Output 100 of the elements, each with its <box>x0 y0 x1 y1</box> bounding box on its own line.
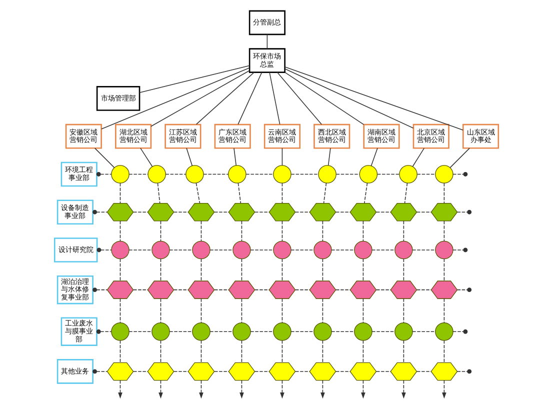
connector <box>240 340 242 363</box>
connector <box>443 258 444 282</box>
connector <box>132 289 148 290</box>
node-hexagon <box>349 202 376 222</box>
connector <box>173 371 188 372</box>
connector <box>186 148 192 166</box>
node-circle <box>272 322 291 341</box>
connector <box>119 258 120 282</box>
connector <box>128 174 148 175</box>
node-hexagon <box>430 362 458 381</box>
connector <box>195 72 254 125</box>
connector <box>362 298 364 324</box>
connector <box>276 72 322 125</box>
connector <box>402 258 404 282</box>
node-hexagon <box>228 362 255 381</box>
connector <box>335 289 350 290</box>
connector <box>254 371 269 372</box>
connector <box>416 289 431 290</box>
node-hexagon <box>187 280 214 299</box>
node-hexagon <box>187 202 214 222</box>
node-hexagon <box>106 202 134 222</box>
connector <box>284 66 463 130</box>
connector <box>281 258 282 282</box>
connector <box>92 288 107 292</box>
node-hexagon <box>146 280 174 299</box>
node-hexagon <box>430 280 458 299</box>
connector <box>281 220 282 242</box>
connector <box>416 371 431 372</box>
node-circle <box>192 240 210 260</box>
node-circle <box>272 240 291 260</box>
connector <box>443 182 444 204</box>
connector <box>322 340 323 363</box>
node-circle <box>151 240 170 260</box>
connector <box>322 220 323 242</box>
node-circle <box>434 322 453 341</box>
connector <box>200 298 202 324</box>
connector <box>214 371 228 372</box>
connector <box>173 289 188 290</box>
node-hexagon <box>349 280 376 299</box>
connector <box>412 331 436 332</box>
connector <box>237 182 241 204</box>
connector <box>281 148 282 166</box>
node-circle <box>110 165 129 184</box>
node-circle <box>358 165 378 184</box>
connector <box>164 174 186 175</box>
node-hexagon <box>308 280 336 299</box>
connector <box>335 174 360 175</box>
connector <box>92 369 107 374</box>
node-circle <box>354 322 372 341</box>
node-circle <box>434 240 453 260</box>
node-circle <box>151 322 170 341</box>
connector <box>140 148 152 167</box>
connector <box>362 340 364 363</box>
connector <box>160 258 161 282</box>
arrow <box>360 380 365 399</box>
connector <box>119 298 120 324</box>
node-hexagon <box>308 362 336 381</box>
node-circle <box>313 322 332 341</box>
connector <box>92 210 107 214</box>
arrow <box>198 380 203 399</box>
node-circle <box>110 322 129 341</box>
arrow <box>239 380 244 399</box>
connector <box>284 72 364 125</box>
connector <box>94 148 114 168</box>
node-circle <box>147 165 166 184</box>
node-circle <box>232 240 250 260</box>
connector <box>132 371 148 372</box>
node-hexagon <box>146 362 174 381</box>
node-hexagon <box>106 362 134 381</box>
connector <box>119 182 120 204</box>
connector <box>281 182 282 204</box>
node-circle <box>228 165 246 184</box>
connector <box>240 258 242 282</box>
connector <box>452 174 464 175</box>
connector <box>371 331 395 332</box>
connector <box>456 371 468 372</box>
node-circle <box>313 240 332 260</box>
connector <box>402 298 404 324</box>
connector <box>119 220 120 242</box>
connector <box>294 371 310 372</box>
connector <box>376 371 390 372</box>
connector <box>200 340 202 363</box>
connector <box>443 298 444 324</box>
connector <box>362 258 364 282</box>
node-circle <box>272 165 291 184</box>
node-hexagon <box>390 280 417 299</box>
connector <box>268 72 280 125</box>
node-circle <box>110 240 129 260</box>
connector <box>327 148 330 166</box>
connector <box>322 258 323 282</box>
connector <box>119 340 120 363</box>
connector <box>160 220 161 242</box>
connector <box>200 220 202 242</box>
node-hexagon <box>390 202 417 222</box>
connector <box>237 72 262 125</box>
arrow <box>280 380 284 399</box>
node-hexagon <box>187 362 214 381</box>
node-hexagon <box>268 202 296 222</box>
node-circle <box>192 322 210 341</box>
connector <box>290 174 318 175</box>
